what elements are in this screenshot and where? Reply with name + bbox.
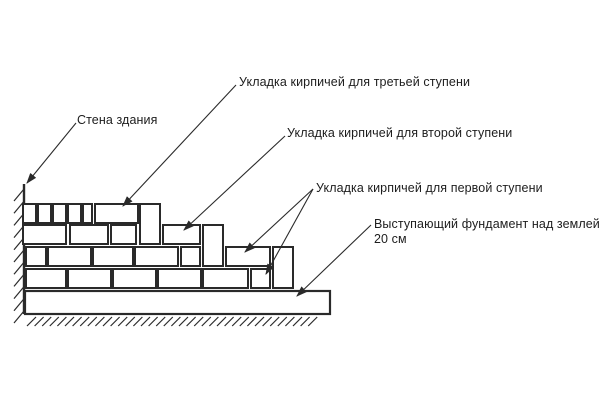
ground-hatch-mark	[155, 316, 166, 327]
ground-hatch-mark	[125, 316, 136, 327]
ground-hatch-mark	[102, 316, 113, 327]
ground-hatch-mark	[132, 316, 143, 327]
brick	[67, 268, 112, 289]
ground-hatch-mark	[300, 316, 311, 327]
foundation-slab	[23, 289, 332, 316]
brick	[202, 224, 224, 267]
ground-hatch-mark	[110, 316, 121, 327]
ground-hatch-mark	[140, 316, 151, 327]
brick	[272, 246, 294, 289]
wall-hatch-mark	[13, 261, 25, 275]
ground-hatch-mark	[262, 316, 273, 327]
ground-hatch-mark	[94, 316, 105, 327]
brick	[22, 203, 37, 224]
ground-hatch-mark	[239, 316, 250, 327]
brick	[162, 224, 201, 245]
wall-hatch-mark	[13, 274, 25, 287]
ground-hatch-mark	[34, 316, 45, 327]
brick	[69, 224, 109, 245]
ground-hatch-mark	[193, 316, 204, 327]
ground-hatch-mark	[49, 316, 60, 327]
ground-hatch-mark	[56, 316, 67, 327]
brick	[112, 268, 157, 289]
ground-hatch-mark	[307, 316, 318, 327]
brick	[110, 224, 137, 245]
leader-wall	[26, 122, 77, 184]
label-building-wall: Стена здания	[77, 113, 158, 127]
brick	[67, 203, 82, 224]
leader-step1-upper	[244, 188, 314, 253]
brick	[82, 203, 93, 224]
brick	[94, 203, 139, 224]
brick	[134, 246, 179, 267]
label-foundation-line1: Выступающий фундамент над землей,	[374, 217, 600, 231]
ground-hatch-mark	[186, 316, 197, 327]
ground-hatch-mark	[64, 316, 75, 327]
brick	[25, 268, 67, 289]
ground-hatch-mark	[254, 316, 265, 327]
ground-hatch-mark	[277, 316, 288, 327]
ground-hatch-mark	[72, 316, 83, 327]
brick	[22, 224, 67, 245]
ground-hatch-mark	[117, 316, 128, 327]
label-second-step-bricks: Укладка кирпичей для второй ступени	[287, 126, 513, 140]
ground-hatch-mark	[216, 316, 227, 327]
ground-hatch-mark	[201, 316, 212, 327]
ground-hatch-mark	[246, 316, 257, 327]
wall-hatch-mark	[13, 188, 25, 202]
brick	[92, 246, 134, 267]
brick	[157, 268, 202, 289]
ground-hatch-mark	[224, 316, 235, 327]
brick	[202, 268, 249, 289]
ground-hatch-mark	[231, 316, 242, 327]
brick	[139, 203, 161, 245]
ground-hatch-mark	[148, 316, 159, 327]
leader-step3	[122, 84, 237, 207]
label-protruding-foundation: Выступающий фундамент над землей, 20 см	[374, 217, 600, 247]
brick	[180, 246, 201, 267]
wall-hatch-mark	[13, 249, 25, 263]
wall-hatch-mark	[13, 310, 25, 324]
ground-hatch-mark	[269, 316, 280, 327]
brick	[250, 268, 271, 289]
leader-step1-lower	[265, 188, 314, 275]
wall-hatch-mark	[13, 298, 25, 312]
ground-hatch-mark	[292, 316, 303, 327]
wall-hatch-mark	[13, 286, 25, 299]
brick	[47, 246, 92, 267]
leader-step2	[183, 135, 286, 231]
ground-hatch-mark	[284, 316, 295, 327]
brick	[37, 203, 52, 224]
ground-hatch-mark	[163, 316, 174, 327]
label-foundation-line2: 20 см	[374, 232, 407, 246]
ground-hatch-mark	[178, 316, 189, 327]
brick	[25, 246, 47, 267]
label-first-step-bricks: Укладка кирпичей для первой ступени	[316, 181, 543, 195]
ground-hatch-mark	[41, 316, 52, 327]
label-third-step-bricks: Укладка кирпичей для третьей ступени	[239, 75, 471, 89]
ground-hatch-mark	[26, 316, 37, 327]
ground-hatch-mark	[170, 316, 181, 327]
leader-foundation	[296, 224, 372, 297]
ground-hatch-mark	[79, 316, 90, 327]
brick	[52, 203, 67, 224]
ground-hatch-mark	[208, 316, 219, 327]
ground-hatch-mark	[87, 316, 98, 327]
